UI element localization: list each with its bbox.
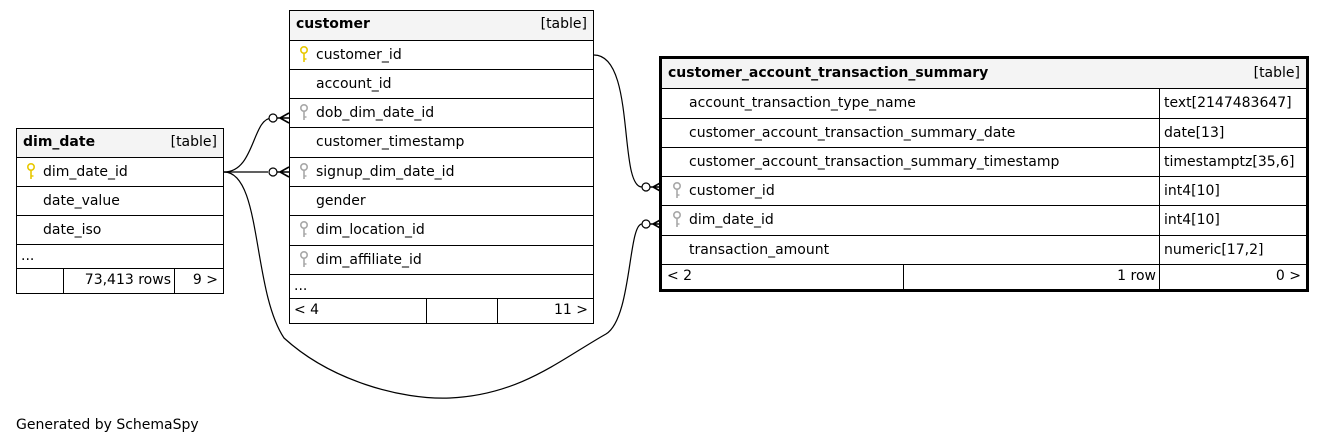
column-row[interactable]: date_iso — [17, 216, 223, 245]
column-name: dim_date_id — [689, 212, 774, 228]
column-name: customer_account_transaction_summary_tim… — [689, 154, 1060, 170]
column-name: gender — [316, 193, 366, 209]
column-name: dim_affiliate_id — [316, 252, 422, 268]
column-row[interactable]: dim_location_id — [290, 216, 593, 246]
column-row[interactable]: dob_dim_date_id — [290, 99, 593, 128]
column-name: customer_timestamp — [316, 134, 465, 150]
column-row[interactable]: customer_id int4[10] — [662, 177, 1306, 206]
parents-count-link[interactable]: < 2 — [667, 268, 693, 284]
column-name: customer_id — [689, 183, 775, 199]
crowfoot-marker — [277, 166, 290, 178]
foreign-key-icon — [299, 251, 309, 268]
table-name: customer_account_transaction_summary — [668, 65, 989, 81]
column-row[interactable]: dim_date_id — [17, 158, 223, 187]
table-footer: 73,413 rows 9 > — [17, 269, 223, 293]
column-row[interactable]: dim_affiliate_id — [290, 246, 593, 275]
table-footer: < 2 1 row 0 > — [662, 265, 1306, 289]
table-name: dim_date — [23, 134, 96, 150]
column-row[interactable]: gender — [290, 187, 593, 216]
table-header[interactable]: dim_date [table] — [17, 129, 223, 158]
column-name: dob_dim_date_id — [316, 105, 435, 121]
more-columns-row[interactable]: ... — [17, 245, 223, 269]
foreign-key-icon — [672, 182, 682, 199]
column-name: customer_account_transaction_summary_dat… — [689, 125, 1016, 141]
column-row[interactable]: transaction_amount numeric[17,2] — [662, 236, 1306, 265]
children-count-link[interactable]: 0 > — [1275, 268, 1301, 284]
more-columns-row[interactable]: ... — [290, 275, 593, 299]
parents-count-link[interactable]: < 4 — [294, 302, 320, 318]
column-name: date_iso — [43, 222, 102, 238]
column-type: date[13] — [1164, 125, 1225, 141]
relationship-dim-date-to-summary — [223, 171, 643, 399]
column-row[interactable]: date_value — [17, 187, 223, 216]
column-row[interactable]: customer_account_transaction_summary_dat… — [662, 119, 1306, 148]
relationship-customer-to-summary — [593, 54, 643, 188]
column-name: account_transaction_type_name — [689, 95, 916, 111]
table-header[interactable]: customer [table] — [290, 11, 593, 41]
table-customer[interactable]: customer [table] customer_id account_id … — [289, 10, 594, 324]
column-type: int4[10] — [1164, 212, 1220, 228]
table-type-tag: [table] — [540, 16, 587, 32]
optional-marker — [268, 113, 278, 123]
primary-key-icon — [299, 45, 309, 63]
column-name: transaction_amount — [689, 242, 830, 258]
relationship-dim-date-to-dob — [223, 117, 273, 173]
column-row[interactable]: customer_account_transaction_summary_tim… — [662, 148, 1306, 177]
primary-key-icon — [26, 163, 36, 180]
column-name: dim_date_id — [43, 164, 128, 180]
table-customer-account-transaction-summary[interactable]: customer_account_transaction_summary [ta… — [659, 56, 1309, 292]
column-row[interactable]: customer_id — [290, 41, 593, 70]
column-name: signup_dim_date_id — [316, 164, 455, 180]
column-type: text[2147483647] — [1164, 95, 1292, 111]
crowfoot-marker — [277, 112, 290, 124]
children-count-link[interactable]: 9 > — [192, 272, 218, 288]
column-row[interactable]: signup_dim_date_id — [290, 158, 593, 187]
optional-marker — [268, 167, 278, 177]
foreign-key-icon — [672, 211, 682, 228]
column-row[interactable]: dim_date_id int4[10] — [662, 206, 1306, 236]
column-type: timestamptz[35,6] — [1164, 154, 1295, 170]
row-count: 1 row — [1117, 268, 1156, 284]
column-name: customer_id — [316, 47, 402, 63]
ellipsis: ... — [21, 248, 35, 264]
row-count: 73,413 rows — [84, 272, 171, 288]
column-name: date_value — [43, 193, 120, 209]
ellipsis: ... — [294, 278, 308, 294]
foreign-key-icon — [299, 163, 309, 180]
optional-marker — [641, 182, 651, 192]
foreign-key-icon — [299, 104, 309, 121]
optional-marker — [641, 219, 651, 229]
table-type-tag: [table] — [170, 134, 217, 150]
column-row[interactable]: account_id — [290, 70, 593, 99]
table-footer: < 4 11 > — [290, 299, 593, 323]
table-header[interactable]: customer_account_transaction_summary [ta… — [662, 59, 1306, 89]
foreign-key-icon — [299, 221, 309, 238]
column-row[interactable]: customer_timestamp — [290, 128, 593, 158]
table-name: customer — [296, 16, 370, 32]
column-name: account_id — [316, 76, 392, 92]
column-row[interactable]: account_transaction_type_name text[21474… — [662, 89, 1306, 119]
table-dim-date[interactable]: dim_date [table] dim_date_id date_value … — [16, 128, 224, 294]
column-name: dim_location_id — [316, 222, 425, 238]
column-type: int4[10] — [1164, 183, 1220, 199]
column-type: numeric[17,2] — [1164, 242, 1264, 258]
table-type-tag: [table] — [1253, 65, 1300, 81]
children-count-link[interactable]: 11 > — [554, 302, 588, 318]
generated-by-credit: Generated by SchemaSpy — [16, 417, 199, 433]
